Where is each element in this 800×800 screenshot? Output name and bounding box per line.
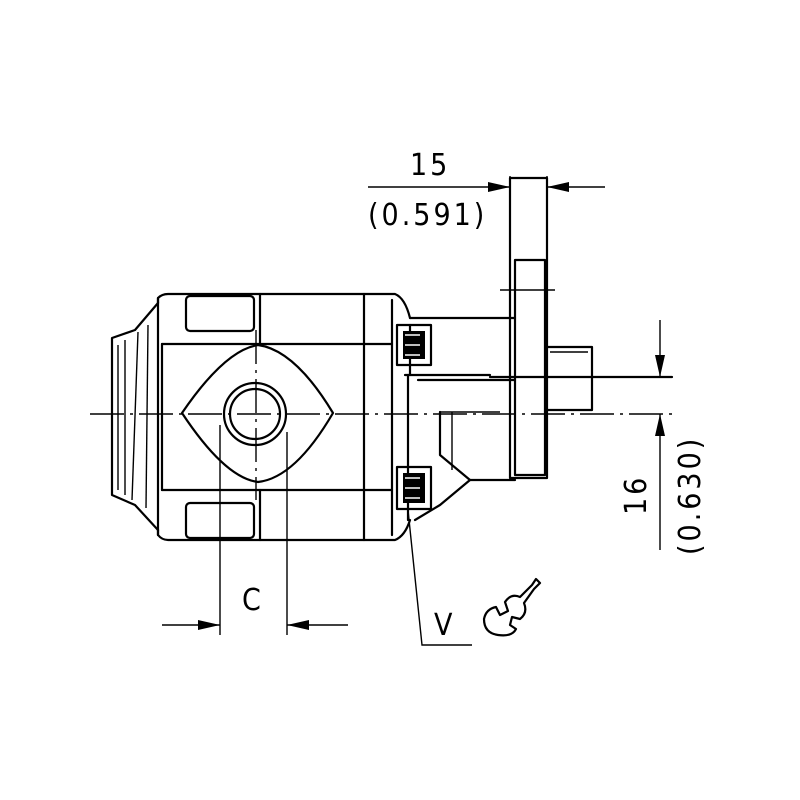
leader-v: V <box>407 509 472 646</box>
dimension-right: 16 (0.630) <box>592 320 708 555</box>
dim-right-imperial: (0.630) <box>673 436 708 555</box>
dimension-c: C <box>162 425 348 635</box>
dim-top-imperial: (0.591) <box>368 198 487 233</box>
dim-right-metric: 16 <box>619 475 654 515</box>
dimension-top: 15 (0.591) <box>368 148 605 290</box>
pump-body <box>110 292 412 542</box>
label-c: C <box>242 583 264 618</box>
seal-bottom <box>395 465 433 511</box>
dim-top-metric: 15 <box>410 148 450 183</box>
seal-top <box>395 323 433 367</box>
label-v: V <box>434 608 455 643</box>
wrench-icon <box>482 577 542 637</box>
center-lines <box>90 330 678 500</box>
